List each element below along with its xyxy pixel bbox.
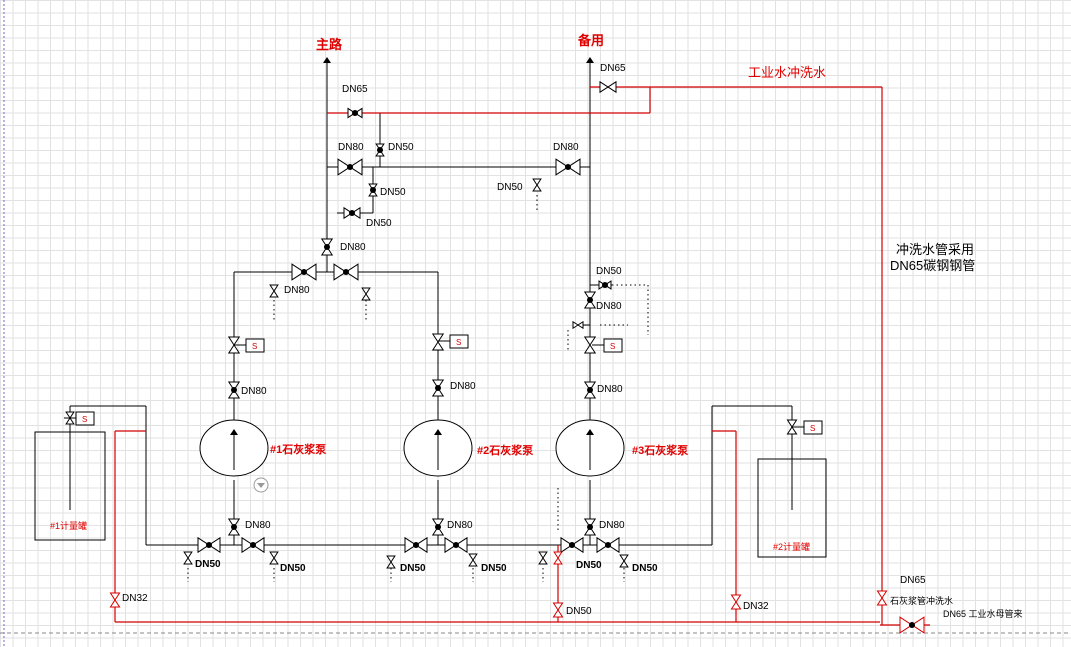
size-label-dn80-standby-cross: DN80 — [553, 142, 579, 153]
size-label-dn80-pump2-in: DN80 — [447, 520, 473, 531]
pump-2-label: #2石灰浆泵 — [477, 443, 533, 457]
solenoid-tag-tank1[interactable]: S — [64, 411, 95, 426]
size-label-dn50-c: DN50 — [366, 218, 392, 229]
valve-dn80-header-right-icon[interactable] — [333, 263, 359, 281]
valve-pump2-s-icon[interactable] — [431, 333, 445, 351]
valve-drain-g-icon[interactable] — [538, 551, 548, 565]
valve-suction-3b-icon[interactable] — [596, 536, 620, 554]
tank-2 — [757, 458, 827, 558]
solenoid-tag-pump1[interactable]: S — [234, 338, 265, 353]
main-line-label: 主路 — [316, 37, 343, 52]
valve-side-icon[interactable] — [572, 320, 584, 330]
valve-drain-e-icon[interactable] — [386, 555, 396, 569]
size-label-dn32-a: DN32 — [122, 593, 148, 604]
size-label-dn80-header-b: DN80 — [284, 285, 310, 296]
size-label-dn50-d: DN50 — [497, 182, 523, 193]
note-line-2: DN65碳钢钢管 — [890, 258, 975, 273]
valve-red-a-icon[interactable] — [553, 551, 563, 565]
valve-pump2-in-icon[interactable] — [431, 518, 445, 536]
size-label-dn80-header: DN80 — [340, 242, 366, 253]
note-line-1: 冲洗水管采用 — [896, 242, 974, 257]
valve-suction-2a-icon[interactable] — [404, 536, 428, 554]
solenoid-tags: S S S S S — [64, 334, 823, 435]
valve-suction-1b-icon[interactable] — [241, 536, 265, 554]
size-label-dn80-pump1-out: DN80 — [241, 386, 267, 397]
size-label-dn65-standby: DN65 — [600, 63, 626, 74]
valve-dn65-header-icon[interactable] — [899, 616, 925, 634]
valve-pump2-out-icon[interactable] — [431, 379, 445, 397]
valve-pump3-out-icon[interactable] — [583, 381, 597, 399]
size-label-dn80-pump1-in: DN80 — [245, 520, 271, 531]
industrial-flush-label: 工业水冲洗水 — [748, 65, 826, 80]
valve-dn50-d-icon[interactable] — [532, 178, 542, 192]
valve-dn50-b-icon[interactable] — [368, 183, 378, 197]
size-label-dn50-e: DN50 — [596, 266, 622, 277]
valve-dn50-l-icon[interactable] — [552, 602, 564, 618]
header-pipe-label: DN65 工业水母管来 — [943, 608, 1023, 619]
pump-1-label: #1石灰浆泵 — [270, 442, 326, 456]
svg-text:S: S — [82, 415, 87, 424]
valve-drain-b-icon[interactable] — [361, 287, 371, 301]
valve-pump3-in-icon[interactable] — [583, 518, 597, 536]
size-label-dn80-standby-b: DN80 — [596, 301, 622, 312]
valve-dn50-e-icon[interactable] — [598, 280, 612, 290]
size-label-dn50-b: DN50 — [380, 187, 406, 198]
size-label-dn50-l: DN50 — [566, 606, 592, 617]
valves-layer — [65, 80, 925, 634]
valve-dn50-a-icon[interactable] — [375, 143, 385, 157]
size-label-dn65-main: DN65 — [342, 84, 368, 95]
size-label-dn50-g: DN50 — [280, 563, 306, 574]
valve-dn50-c-icon[interactable] — [343, 206, 361, 220]
size-label-dn50-a: DN50 — [388, 142, 414, 153]
valve-dn65-main-icon[interactable] — [347, 107, 363, 119]
tank-2-label: #2计量罐 — [773, 541, 810, 552]
valve-dn80-main-cross-icon[interactable] — [337, 158, 363, 176]
tank-1 — [34, 431, 106, 541]
valve-dn80-standby-b-icon[interactable] — [583, 291, 597, 309]
valve-suction-3a-icon[interactable] — [560, 536, 584, 554]
valve-drain-f-icon[interactable] — [468, 553, 478, 567]
size-label-dn80-pump3-out: DN80 — [597, 384, 623, 395]
solenoid-tag-pump2[interactable]: S — [438, 334, 469, 349]
valve-standby-s-icon[interactable] — [583, 336, 597, 354]
size-label-dn50-h: DN50 — [400, 563, 426, 574]
size-label-dn80-main-cross: DN80 — [338, 142, 364, 153]
valve-dn65-standby-icon[interactable] — [599, 80, 617, 94]
svg-text:S: S — [456, 338, 461, 347]
size-label-dn80-pump2-out: DN80 — [450, 381, 476, 392]
valve-pump1-out-icon[interactable] — [227, 381, 241, 399]
valve-drain-a-icon[interactable] — [269, 284, 279, 298]
valve-flush-icon[interactable] — [876, 590, 888, 606]
svg-text:S: S — [252, 342, 257, 351]
valve-dn32-a-icon[interactable] — [109, 592, 121, 608]
valve-dn80-header-icon[interactable] — [320, 238, 334, 256]
size-label-dn50-f: DN50 — [195, 559, 221, 570]
size-label-dn50-j: DN50 — [576, 560, 602, 571]
svg-text:S: S — [810, 424, 815, 433]
valve-drain-d-icon[interactable] — [269, 551, 279, 565]
flush-valve-label: 石灰浆管冲洗水 — [890, 595, 953, 606]
valve-dn80-header-left-icon[interactable] — [291, 263, 317, 281]
tank-1-label: #1计量罐 — [50, 520, 87, 531]
svg-text:S: S — [610, 342, 615, 351]
size-label-dn80-pump3-in: DN80 — [599, 520, 625, 531]
size-label-dn32-b: DN32 — [743, 601, 769, 612]
standby-line-label: 备用 — [577, 33, 604, 48]
solenoid-tag-standby[interactable]: S — [592, 338, 623, 353]
size-label-dn65-flush: DN65 — [900, 575, 926, 586]
solenoid-tag-tank2[interactable]: S — [792, 420, 823, 435]
size-label-dn50-k: DN50 — [632, 563, 658, 574]
valve-dn80-standby-cross-icon[interactable] — [555, 158, 581, 176]
size-label-dn50-i: DN50 — [481, 563, 507, 574]
valve-dn32-b-icon[interactable] — [730, 594, 742, 610]
pump-3-label: #3石灰浆泵 — [632, 443, 688, 457]
valve-pump1-in-icon[interactable] — [227, 518, 241, 536]
valve-suction-1a-icon[interactable] — [197, 536, 221, 554]
valve-drain-h-icon[interactable] — [619, 554, 629, 568]
valve-suction-2b-icon[interactable] — [444, 536, 468, 554]
valve-drain-c-icon[interactable] — [183, 551, 193, 565]
